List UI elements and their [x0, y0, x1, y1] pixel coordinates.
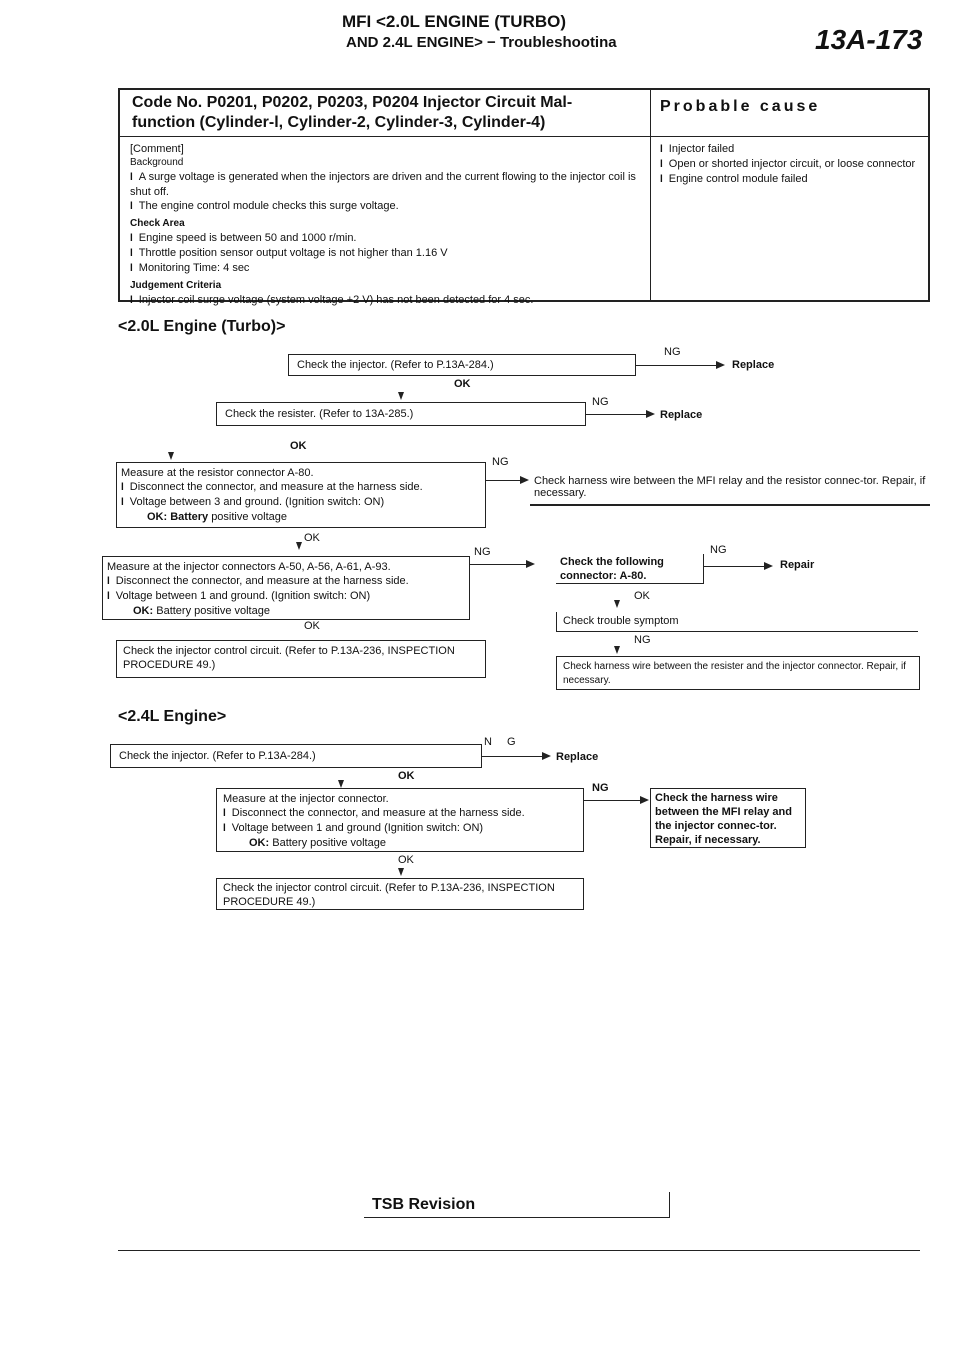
cause-item: Injector failed	[660, 142, 924, 157]
background-item: The engine control module checks this su…	[130, 199, 642, 214]
section1-title: <2.0L Engine (Turbo)>	[118, 318, 286, 335]
probable-cause-header: Probable cause	[660, 98, 821, 115]
repair-label: Repair	[780, 559, 815, 571]
tsb-revision: TSB Revision	[364, 1192, 670, 1218]
check-area-label: Check Area	[130, 218, 185, 229]
ok-label: OK	[304, 532, 320, 544]
box-check-resister: Check the resister. (Refer to 13A-285.)	[216, 402, 586, 426]
judgement-item: Injector coil surge voltage (system volt…	[130, 293, 642, 308]
page-number: 13A-173	[815, 24, 923, 55]
ok-label: OK	[454, 378, 471, 390]
ng-label: NG	[492, 456, 509, 468]
ng-label: NG	[710, 544, 727, 556]
box-measure-injector: Measure at the injector connectors A-50,…	[102, 556, 470, 620]
background-item: A surge voltage is generated when the in…	[130, 170, 642, 199]
check-area-item: Monitoring Time: 4 sec	[130, 261, 642, 276]
box-measure-injector-2: Measure at the injector connector. Disco…	[216, 788, 584, 852]
ng-label: NG	[664, 346, 681, 358]
footer-rule	[118, 1250, 920, 1251]
ng-label: NG	[474, 546, 491, 558]
judgement-label: Judgement Criteria	[130, 280, 222, 291]
ok-label: OK	[290, 440, 307, 452]
header-line2: AND 2.4L ENGINE> − Troubleshootina	[346, 34, 617, 51]
box-check-injector-2: Check the injector. (Refer to P.13A-284.…	[110, 744, 482, 768]
replace-label: Replace	[556, 751, 599, 763]
code-title-line2: function (Cylinder-l, Cylinder-2, Cylind…	[132, 114, 546, 131]
box-check-injector: Check the injector. (Refer to P.13A-284.…	[288, 354, 636, 376]
ng-label: NG	[592, 396, 609, 408]
cause-item: Open or shorted injector circuit, or loo…	[660, 157, 924, 172]
box-measure-resistor: Measure at the resistor connector A-80. …	[116, 462, 486, 528]
comment-label: [Comment]	[130, 143, 184, 155]
background-label: Background	[130, 157, 184, 168]
check-area-item: Engine speed is between 50 and 1000 r/mi…	[130, 231, 642, 246]
ok-label: OK	[634, 590, 650, 602]
box-control-circuit-1: Check the injector control circuit. (Ref…	[116, 640, 486, 678]
ng-label: NG	[634, 634, 651, 646]
ok-label: OK	[304, 620, 320, 632]
ng-label: N G	[484, 736, 522, 748]
ok-label: OK	[398, 854, 414, 866]
cause-item: Engine control module failed	[660, 172, 924, 187]
box-harness-2: Check the harness wire between the MFI r…	[650, 788, 806, 848]
box-harness-resister: Check harness wire between the resister …	[556, 656, 920, 690]
section2-title: <2.4L Engine>	[118, 708, 227, 725]
code-title-line1: Code No. P0201, P0202, P0203, P0204 Inje…	[132, 94, 573, 111]
replace-label: Replace	[732, 359, 775, 371]
ng-label: NG	[592, 782, 609, 794]
header-line1: MFI <2.0L ENGINE (TURBO)	[342, 12, 567, 31]
check-area-item: Throttle position sensor output voltage …	[130, 246, 642, 261]
code-table: Code No. P0201, P0202, P0203, P0204 Inje…	[118, 88, 930, 306]
box-check-following: Check the following connector: A-80.	[556, 554, 704, 584]
ok-label: OK	[398, 770, 415, 782]
replace-label: Replace	[660, 409, 703, 421]
box-check-trouble: Check trouble symptom	[556, 612, 918, 632]
box-harness-mfi-resistor: Check harness wire between the MFI relay…	[530, 472, 930, 506]
box-control-circuit-2: Check the injector control circuit. (Ref…	[216, 878, 584, 910]
